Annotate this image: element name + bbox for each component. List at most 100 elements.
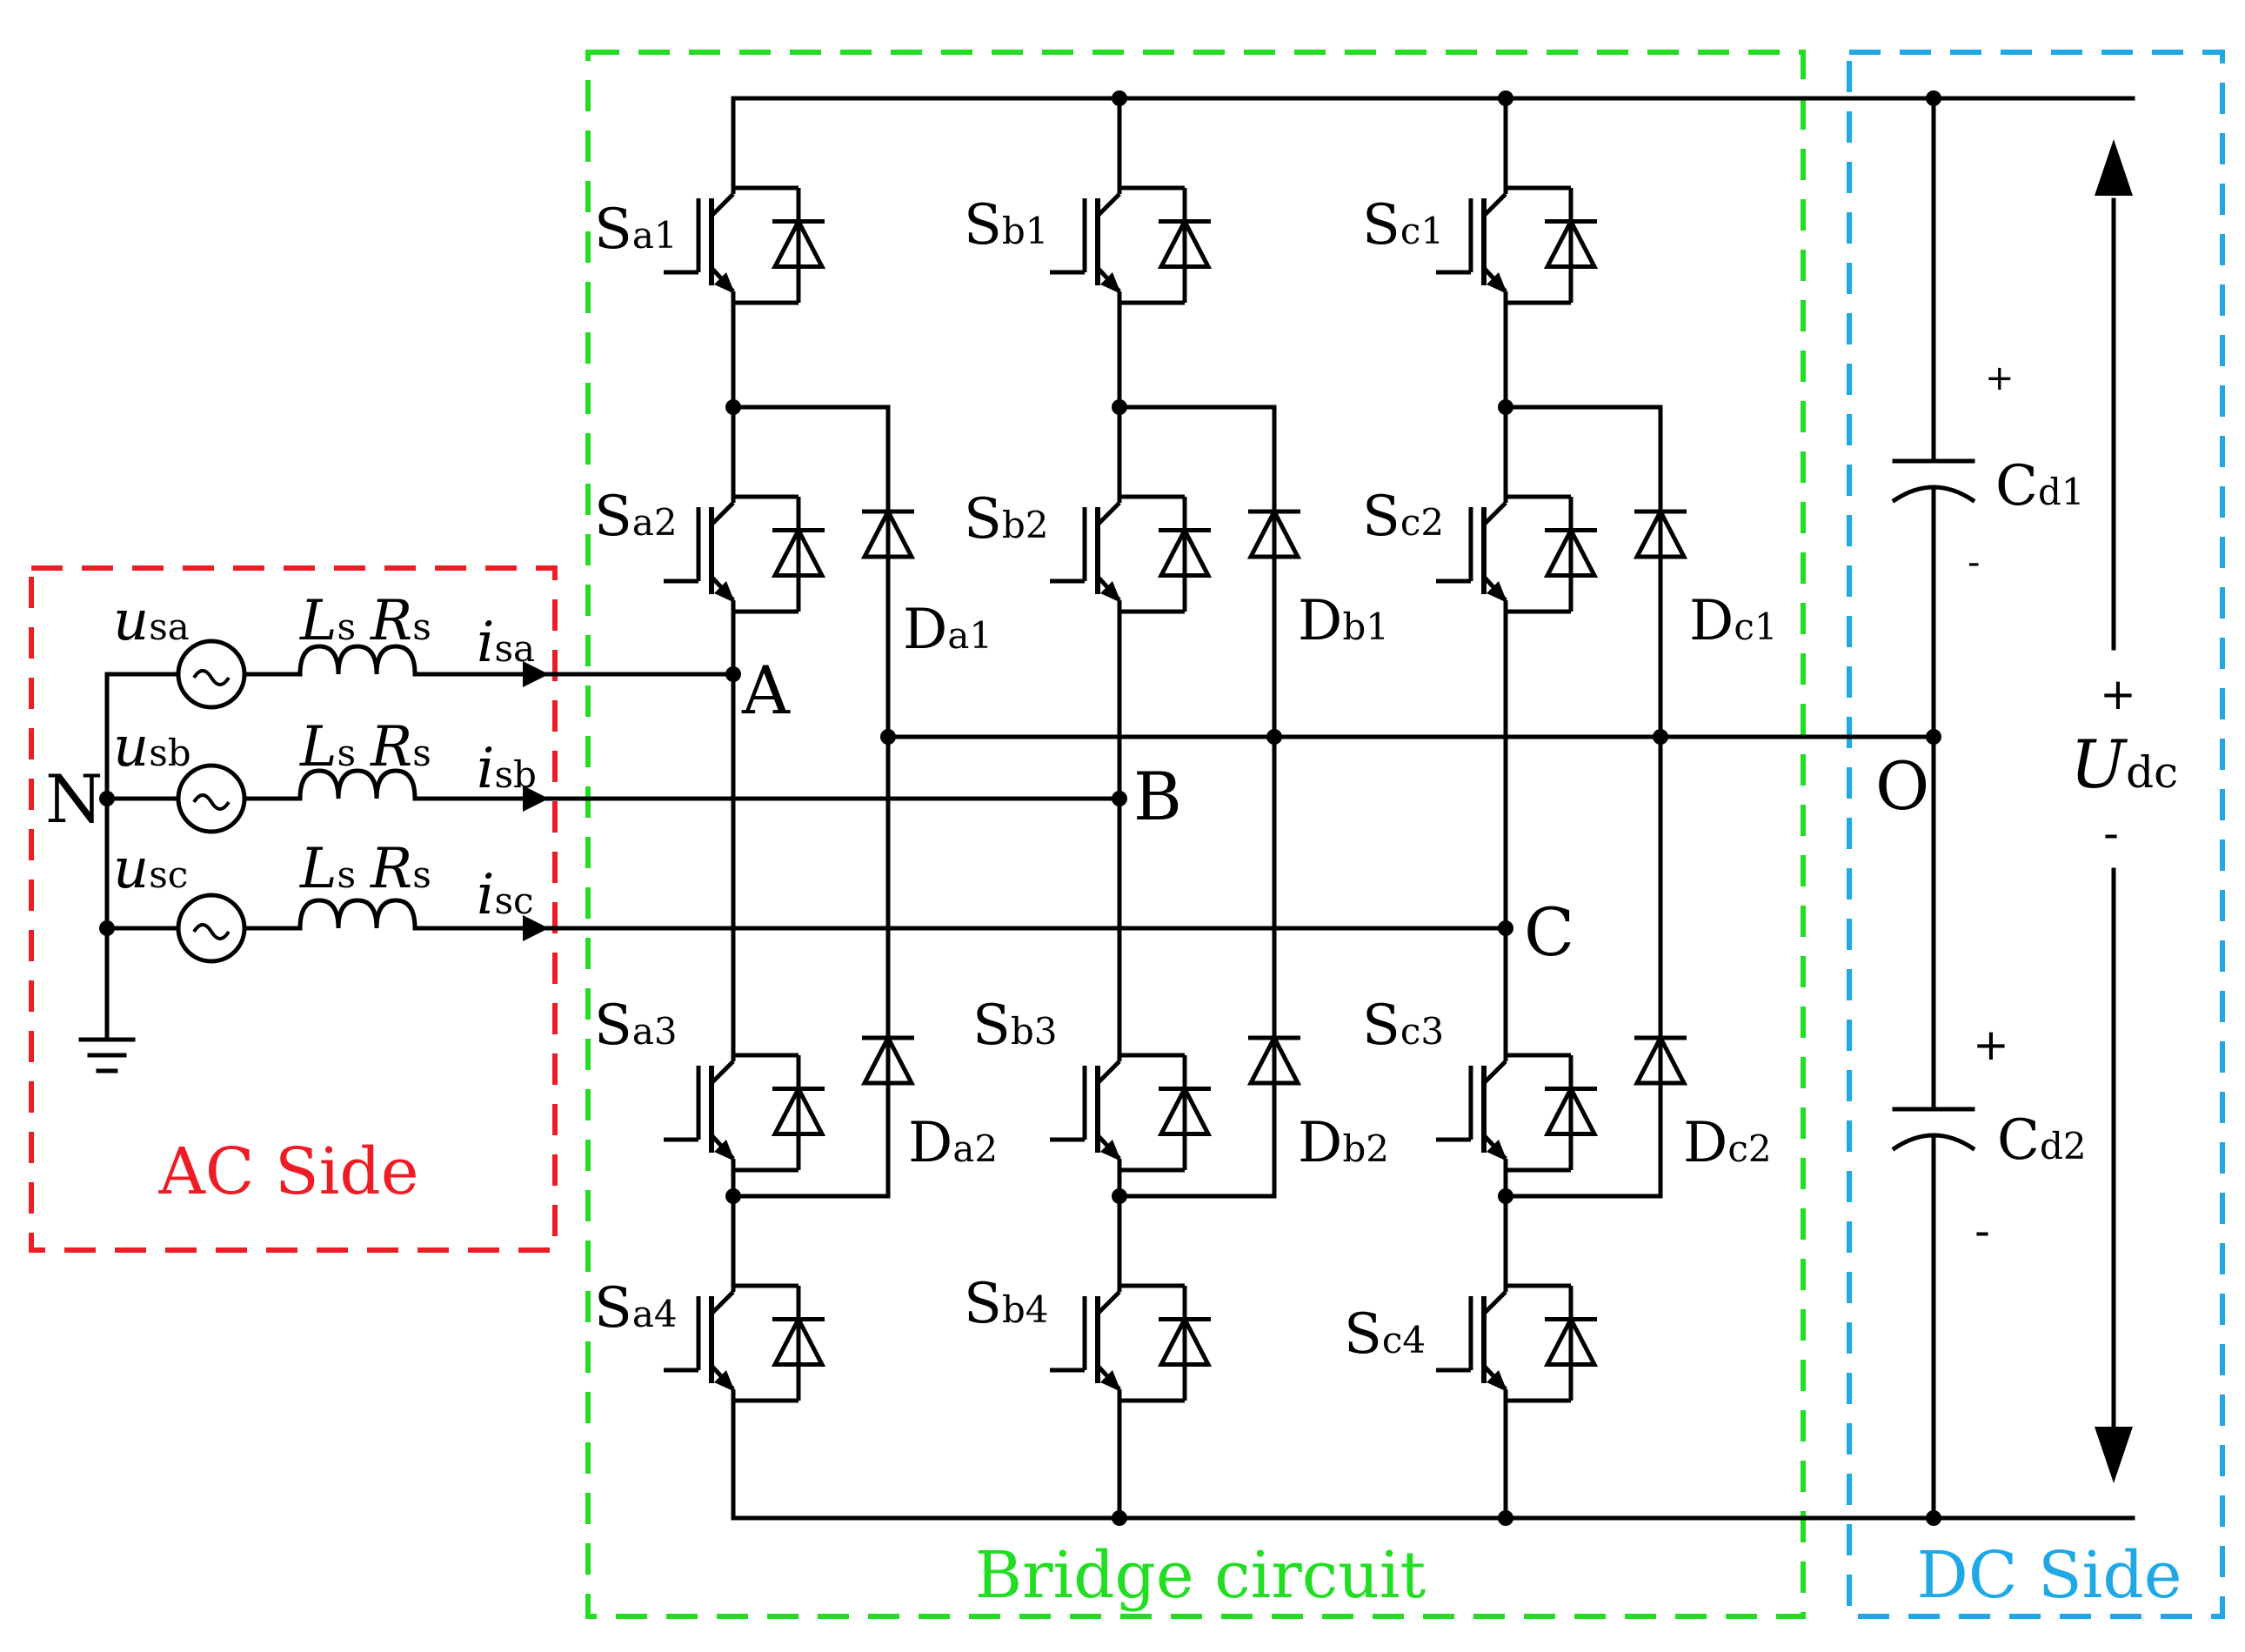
switch-label-sa4-sub: a4 <box>632 1293 678 1335</box>
switch-label-sb2-sub: b2 <box>1002 504 1049 546</box>
resistor-rb-label-symbol: R <box>370 715 412 779</box>
junction-b-bottom <box>1112 1188 1127 1204</box>
inductor-lc-label-symbol: L <box>299 837 337 901</box>
clamp-label-dc2: Dc2 <box>1683 1111 1772 1175</box>
switch-label-sc4-symbol: S <box>1344 1302 1382 1367</box>
junction-phase-a <box>725 666 741 682</box>
switch-label-sb1-sub: b1 <box>1002 210 1049 252</box>
clamp-diode-da1 <box>860 506 916 559</box>
cap1-symbol: C <box>1995 454 2038 518</box>
voltage-source-b-icon <box>176 763 247 834</box>
clamp-diode-dc1 <box>1633 506 1688 559</box>
inductor-lc-label: Ls <box>299 837 356 901</box>
switch-label-sa2-symbol: S <box>594 485 632 549</box>
switch-sc3 <box>1436 966 1599 1196</box>
switch-label-sa2: Sa2 <box>594 485 678 549</box>
voltage-source-a-icon <box>176 639 247 710</box>
clamp-label-db2: Db2 <box>1298 1111 1389 1175</box>
clamp-label-dc1-symbol: D <box>1689 589 1734 653</box>
resistor-ra-label-symbol: R <box>370 589 412 653</box>
switch-label-sb3-symbol: S <box>972 993 1011 1058</box>
switch-label-sc1-sub: c1 <box>1400 210 1444 252</box>
junction-c-rail-bottom <box>1498 1510 1513 1526</box>
switch-sa2 <box>664 407 826 638</box>
clamp-label-da1-symbol: D <box>903 598 947 662</box>
cap2-minus: - <box>1974 1206 1990 1256</box>
junction-c-bottom <box>1498 1188 1513 1204</box>
switch-label-sc3-sub: c3 <box>1400 1010 1444 1053</box>
junction-b-rail-bottom <box>1112 1510 1127 1526</box>
resistor-rc-label-symbol: R <box>370 837 412 901</box>
switch-sb3-freewheel-diode <box>1157 1084 1213 1136</box>
switch-sc3-freewheel-diode <box>1543 1084 1599 1136</box>
current-ib-label-sub: sb <box>494 753 536 796</box>
clamp-diode-db2 <box>1246 1033 1302 1086</box>
junction-a-bottom <box>725 1188 741 1204</box>
switch-sb3 <box>1050 966 1213 1196</box>
node-a-label: A <box>741 652 791 729</box>
inductor-b-icon <box>297 768 418 799</box>
switch-sc2-freewheel-diode <box>1543 525 1599 578</box>
switch-label-sb4-sub: b4 <box>1002 1288 1049 1331</box>
junction-phase-c <box>1498 920 1513 936</box>
junction-c-neutral <box>1653 729 1668 745</box>
current-ia-label: isa <box>477 611 535 675</box>
resistor-ra-label-sub: s <box>412 605 431 648</box>
source-ua-label-sub: sa <box>149 605 190 648</box>
junction-o <box>1926 729 1941 745</box>
switch-sb2-freewheel-diode <box>1157 525 1213 578</box>
node-n-label: N <box>45 760 104 838</box>
inductor-lb-label: Ls <box>299 715 356 779</box>
clamp-label-dc1: Dc1 <box>1689 589 1778 653</box>
switch-label-sc2: Sc2 <box>1362 485 1444 549</box>
switch-label-sa3: Sa3 <box>594 993 678 1058</box>
clamp-label-db2-sub: b2 <box>1342 1127 1389 1170</box>
switch-label-sc3-symbol: S <box>1362 993 1400 1058</box>
dc-side-label: DC Side <box>1917 1538 2182 1613</box>
switch-label-sa4: Sa4 <box>594 1276 678 1341</box>
junction-cap-bottom <box>1926 1510 1941 1526</box>
switch-label-sb3-sub: b3 <box>1011 1010 1058 1053</box>
switch-label-sb1: Sb1 <box>964 193 1048 257</box>
cap1-minus: - <box>1968 543 1980 583</box>
clamp-label-dc1-sub: c1 <box>1734 605 1777 648</box>
udc-arrowhead-down <box>2095 1427 2133 1483</box>
inductor-c-icon <box>297 898 418 929</box>
switch-sb2 <box>1050 407 1213 638</box>
switch-label-sc2-sub: c2 <box>1400 501 1444 544</box>
current-ic-label-sub: sc <box>494 880 533 922</box>
voltage-source-c-icon <box>176 893 247 964</box>
source-ub-label-symbol: u <box>113 715 149 779</box>
bridge-circuit-label: Bridge circuit <box>975 1538 1427 1613</box>
switch-label-sc1-symbol: S <box>1362 193 1400 257</box>
udc-symbol: U <box>2070 726 2128 803</box>
udc-arrowhead-up <box>2095 139 2133 196</box>
switch-label-sa1-symbol: S <box>594 197 632 262</box>
inductor-la-label-sub: s <box>337 605 357 648</box>
switch-sb4 <box>1050 1196 1213 1427</box>
clamp-diode-db1 <box>1246 506 1302 559</box>
switch-label-sb4-symbol: S <box>964 1272 1002 1336</box>
switch-label-sc4: Sc4 <box>1344 1302 1426 1367</box>
resistor-rb-label-sub: s <box>412 732 431 774</box>
current-ia-label-symbol: i <box>477 611 494 675</box>
cap2-symbol: C <box>1997 1108 2040 1173</box>
switch-label-sa3-sub: a3 <box>632 1010 678 1053</box>
clamp-label-da1: Da1 <box>903 598 992 662</box>
source-ua-label-symbol: u <box>113 589 149 653</box>
switch-sa4-freewheel-diode <box>771 1314 826 1367</box>
inductor-lb-label-symbol: L <box>299 715 337 779</box>
node-c-label: C <box>1524 893 1574 971</box>
switch-label-sb2: Sb2 <box>964 487 1048 552</box>
switch-label-sc2-symbol: S <box>1362 485 1400 549</box>
cap2-sub: d2 <box>2040 1125 2087 1167</box>
resistor-rc-label-sub: s <box>412 853 431 896</box>
ac-side-region <box>29 565 558 1253</box>
switch-label-sc3: Sc3 <box>1362 993 1444 1058</box>
junction-a-neutral <box>880 729 896 745</box>
switch-sb1-freewheel-diode <box>1157 217 1213 269</box>
source-uc-label: usc <box>113 837 188 901</box>
inductor-lc-label-sub: s <box>337 853 357 896</box>
inductor-la-label: Ls <box>299 589 356 653</box>
switch-label-sb1-symbol: S <box>964 193 1002 257</box>
